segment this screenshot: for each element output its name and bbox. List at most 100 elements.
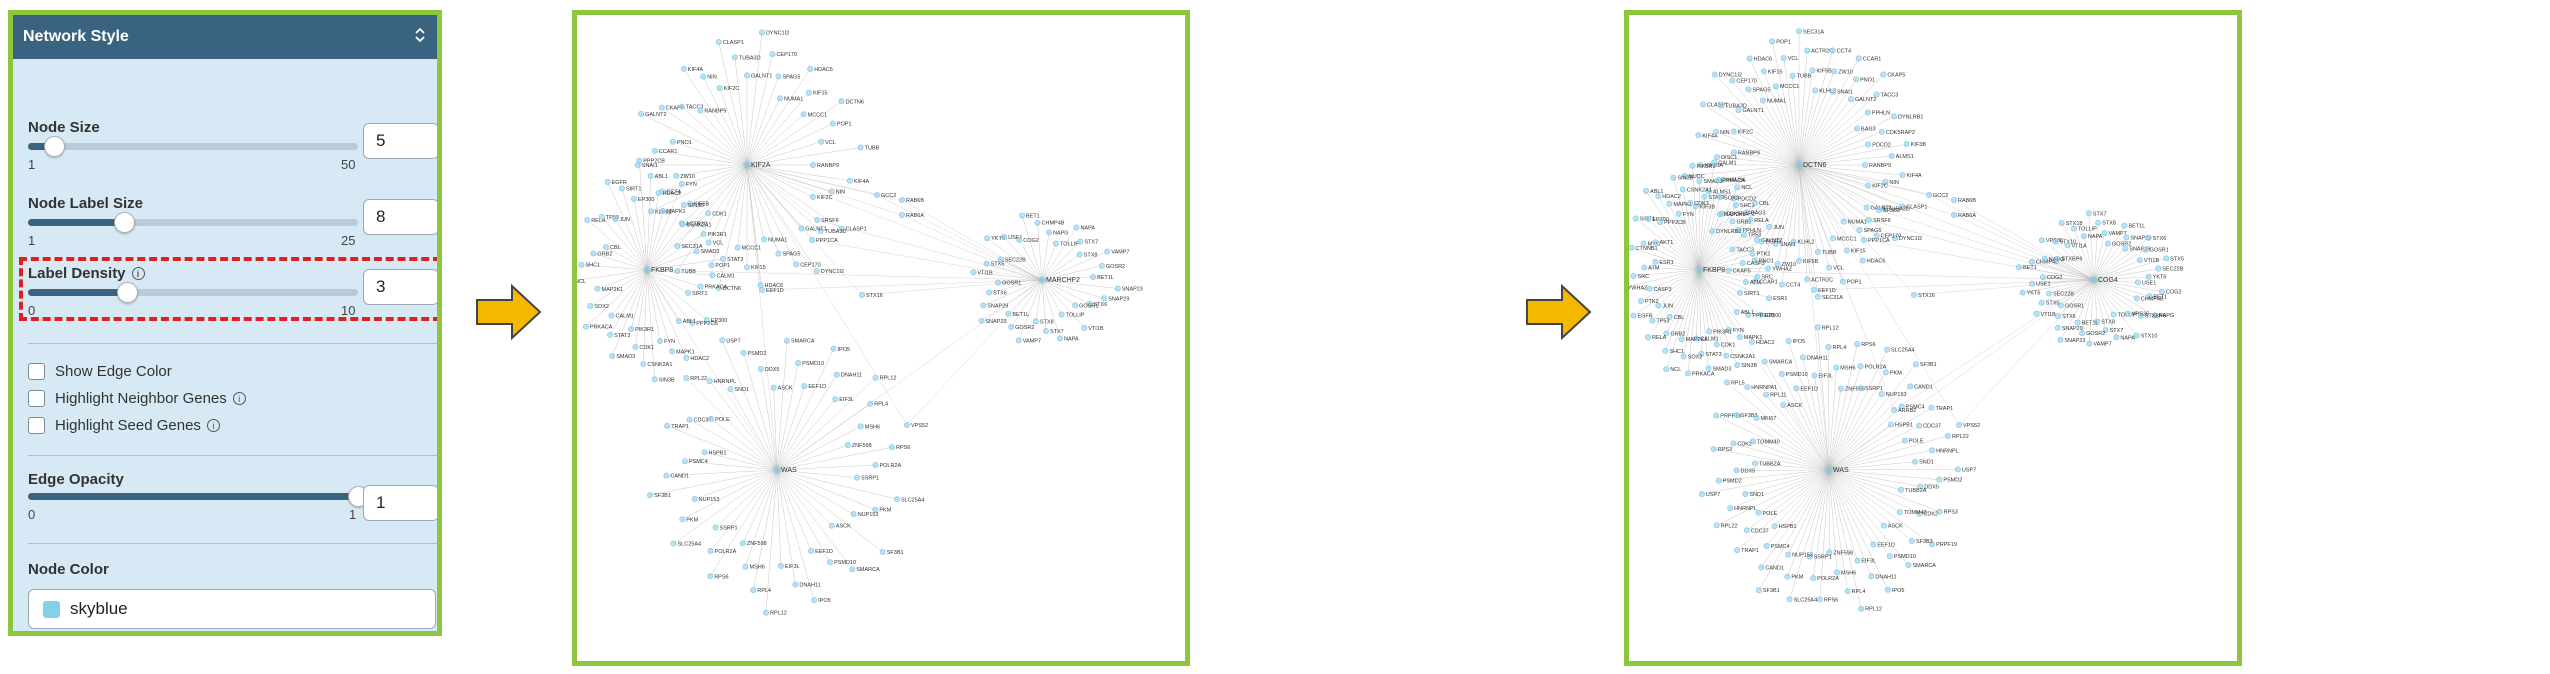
gene-node[interactable] xyxy=(582,323,589,330)
gene-node[interactable] xyxy=(898,196,905,203)
gene-node[interactable] xyxy=(669,348,676,355)
gene-node[interactable] xyxy=(1753,414,1760,421)
gene-node[interactable] xyxy=(1786,596,1793,603)
gene-node[interactable] xyxy=(1810,286,1817,293)
gene-node[interactable] xyxy=(1854,341,1861,348)
gene-node[interactable] xyxy=(1878,128,1885,135)
gene-node[interactable] xyxy=(2054,324,2061,331)
gene-node[interactable] xyxy=(1765,265,1772,272)
gene-node[interactable] xyxy=(1711,71,1718,78)
gene-node[interactable] xyxy=(1766,223,1773,230)
hub-node[interactable] xyxy=(1825,466,1833,474)
gene-node[interactable] xyxy=(761,236,768,243)
gene-node[interactable] xyxy=(1826,264,1833,271)
gene-node[interactable] xyxy=(1916,422,1923,429)
gene-node[interactable] xyxy=(838,98,845,105)
gene-node[interactable] xyxy=(618,185,625,192)
gene-node[interactable] xyxy=(2038,237,2045,244)
gene-node[interactable] xyxy=(2133,332,2140,339)
gene-node[interactable] xyxy=(1865,216,1872,223)
gene-node[interactable] xyxy=(1806,553,1813,560)
gene-node[interactable] xyxy=(1814,248,1821,255)
gene-node[interactable] xyxy=(1929,447,1936,454)
gene-node[interactable] xyxy=(813,216,820,223)
gene-node[interactable] xyxy=(1865,182,1872,189)
gene-node[interactable] xyxy=(1755,587,1762,594)
gene-node[interactable] xyxy=(1880,71,1887,78)
gene-node[interactable] xyxy=(1826,549,1833,556)
gene-node[interactable] xyxy=(742,563,749,570)
gene-node[interactable] xyxy=(984,235,991,242)
gene-node[interactable] xyxy=(1072,302,1079,309)
gene-node[interactable] xyxy=(1709,228,1716,235)
gene-node[interactable] xyxy=(1853,76,1860,83)
gene-node[interactable] xyxy=(700,231,707,238)
gene-node[interactable] xyxy=(2028,258,2035,265)
gene-node[interactable] xyxy=(872,462,879,469)
highlight-seed-genes-checkbox[interactable]: Highlight Seed Genes i xyxy=(28,417,220,434)
gene-node[interactable] xyxy=(2019,289,2026,296)
gene-node[interactable] xyxy=(2133,295,2140,302)
checkbox-box[interactable] xyxy=(28,417,45,434)
gene-node[interactable] xyxy=(1697,161,1704,168)
gene-node[interactable] xyxy=(2134,279,2141,286)
gene-node[interactable] xyxy=(1861,161,1868,168)
gene-node[interactable] xyxy=(1809,67,1816,74)
gene-node[interactable] xyxy=(1695,132,1702,139)
hub-node[interactable] xyxy=(1038,276,1046,284)
gene-node[interactable] xyxy=(708,262,715,269)
gene-node[interactable] xyxy=(2070,225,2077,232)
gene-node[interactable] xyxy=(857,423,864,430)
gene-node[interactable] xyxy=(1637,297,1644,304)
gene-node[interactable] xyxy=(1873,232,1880,239)
gene-node[interactable] xyxy=(703,317,710,324)
gene-node[interactable] xyxy=(1884,586,1891,593)
gene-node[interactable] xyxy=(1840,218,1847,225)
gene-node[interactable] xyxy=(1727,505,1734,512)
gene-node[interactable] xyxy=(873,191,880,198)
gene-node[interactable] xyxy=(832,396,839,403)
gene-node[interactable] xyxy=(578,261,585,268)
gene-node[interactable] xyxy=(757,365,764,372)
gene-node[interactable] xyxy=(1890,406,1897,413)
gene-node[interactable] xyxy=(1903,141,1910,148)
gene-node[interactable] xyxy=(1696,177,1703,184)
node-size-slider-thumb[interactable] xyxy=(44,136,66,157)
gene-node[interactable] xyxy=(2136,257,2143,264)
gene-node[interactable] xyxy=(608,312,615,319)
gene-node[interactable] xyxy=(1705,365,1712,372)
gene-node[interactable] xyxy=(1772,240,1779,247)
gene-node[interactable] xyxy=(1680,353,1687,360)
gene-node[interactable] xyxy=(1733,308,1740,315)
gene-node[interactable] xyxy=(683,374,690,381)
gene-node[interactable] xyxy=(1734,362,1741,369)
gene-node[interactable] xyxy=(854,474,861,481)
gene-node[interactable] xyxy=(1644,334,1651,341)
gene-node[interactable] xyxy=(685,289,692,296)
gene-node[interactable] xyxy=(1910,291,1917,298)
gene-node[interactable] xyxy=(838,225,845,232)
gene-node[interactable] xyxy=(628,325,635,332)
gene-node[interactable] xyxy=(1699,101,1706,108)
gene-node[interactable] xyxy=(1723,379,1730,386)
gene-node[interactable] xyxy=(2146,293,2153,300)
network-graph-svg[interactable]: RANBP9KIF4ANINKIF2CCLASP1TUBA3DGALNT1DYN… xyxy=(1629,15,2237,661)
gene-node[interactable] xyxy=(2105,240,2112,247)
gene-node[interactable] xyxy=(1884,346,1891,353)
gene-node[interactable] xyxy=(2080,233,2087,240)
gene-node[interactable] xyxy=(1670,174,1677,181)
hub-node[interactable] xyxy=(2090,276,2098,284)
gene-node[interactable] xyxy=(647,492,654,499)
gene-node[interactable] xyxy=(1834,569,1841,576)
gene-node[interactable] xyxy=(2155,265,2162,272)
gene-node[interactable] xyxy=(2145,273,2152,280)
gene-node[interactable] xyxy=(705,210,712,217)
gene-node[interactable] xyxy=(1860,236,1867,243)
gene-node[interactable] xyxy=(1772,83,1779,90)
gene-node[interactable] xyxy=(1899,203,1906,210)
gene-node[interactable] xyxy=(1868,573,1875,580)
gene-node[interactable] xyxy=(1715,477,1722,484)
gene-node[interactable] xyxy=(705,239,712,246)
gene-node[interactable] xyxy=(604,179,611,186)
gene-node[interactable] xyxy=(1755,509,1762,516)
